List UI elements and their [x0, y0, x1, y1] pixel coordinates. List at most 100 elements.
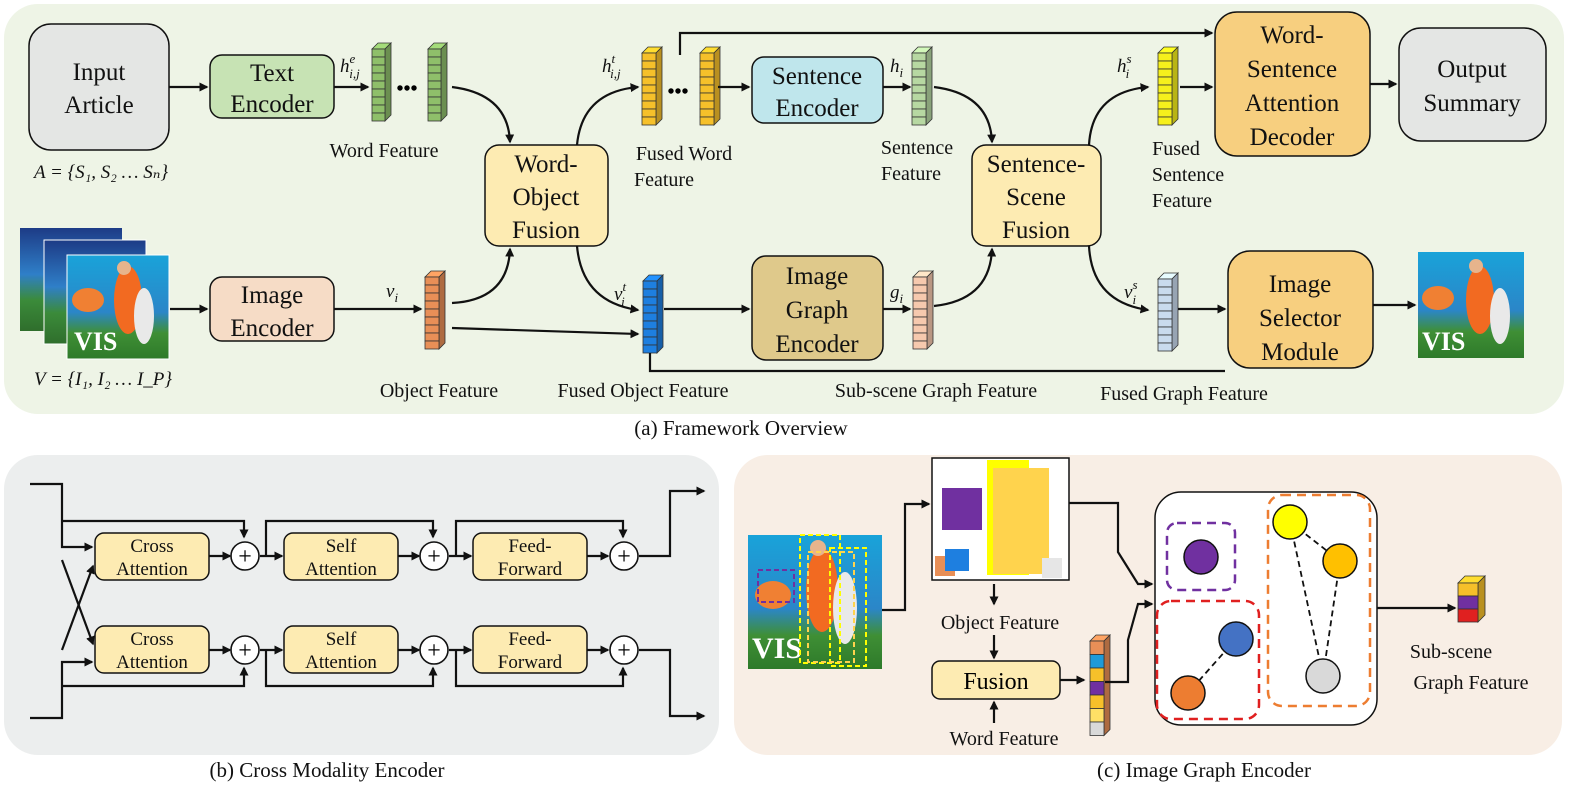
vector-cell — [699, 76, 715, 86]
label-object-feature: Object Feature — [380, 380, 498, 402]
symbol-g-i: gi — [890, 282, 904, 306]
vector-cell — [699, 92, 715, 102]
svg-text:+: + — [617, 638, 631, 664]
vector-cell — [424, 300, 440, 310]
word-feature-ellipsis: ••• — [396, 78, 417, 100]
sentence-encoder-line1: Sentence — [772, 63, 862, 90]
vector-cell — [912, 340, 928, 350]
image-formula: V = {I₁, I₂ … I_P} — [34, 369, 172, 390]
input-article-box: Input Article — [28, 23, 170, 151]
word-object-fusion-box: Word- Object Fusion — [484, 144, 609, 247]
vector-cell — [424, 316, 440, 326]
vector-cell — [641, 84, 657, 94]
vector-cell — [642, 336, 658, 346]
vector-cell — [642, 280, 658, 290]
vector-cell — [641, 68, 657, 78]
vector-cell — [641, 92, 657, 102]
vector-cell — [1157, 100, 1173, 110]
vector-cell — [1157, 52, 1173, 62]
fusion-box: Fusion — [931, 660, 1061, 700]
caption-image-graph-encoder: (c) Image Graph Encoder — [1097, 758, 1311, 782]
self-attention-bottom-line2: Attention — [305, 652, 377, 673]
self-attention-top-line1: Self — [326, 536, 357, 557]
vector-cell — [371, 112, 386, 122]
label-fused-graph-feature: Fused Graph Feature — [1100, 383, 1268, 405]
label-sentence-feature-line2: Feature — [881, 163, 941, 185]
word-feature-vector-2 — [427, 42, 448, 122]
add-node: + — [230, 541, 260, 571]
sentence-scene-fusion-line1: Sentence- — [987, 151, 1086, 178]
graph-node-orange — [1170, 675, 1206, 711]
self-attention-box-top: Self Attention — [283, 532, 399, 581]
image-graph-encoder-line2: Graph — [786, 297, 849, 324]
graph-node-gold — [1322, 543, 1358, 579]
vector-cell — [911, 84, 927, 94]
fusion-label: Fusion — [963, 669, 1028, 695]
vector-cell — [699, 84, 715, 94]
feed-forward-bottom-line1: Feed- — [508, 629, 551, 650]
image-graph-encoder-box: Image Graph Encoder — [751, 255, 884, 361]
fused-graph-feature-vector — [1157, 272, 1179, 352]
label-sentence-feature-line1: Sentence — [881, 137, 953, 159]
caption-cross-modality-encoder: (b) Cross Modality Encoder — [209, 758, 444, 782]
image-encoder-line2: Encoder — [230, 315, 314, 342]
vector-cell — [424, 308, 440, 318]
vector-cell — [642, 312, 658, 322]
vector-cell — [642, 296, 658, 306]
vector-cell — [1157, 76, 1173, 86]
word-object-fusion-line2: Object — [513, 184, 580, 211]
feed-forward-bottom-line2: Forward — [498, 652, 563, 673]
vector-cell — [427, 56, 442, 66]
sentence-encoder-line2: Encoder — [775, 95, 859, 122]
image-graph-encoder-line3: Encoder — [775, 331, 859, 358]
vector-cell — [1457, 595, 1479, 610]
vector-cell — [427, 88, 442, 98]
panel-b-background — [4, 455, 719, 755]
vector-cell — [424, 324, 440, 334]
vector-cell — [911, 108, 927, 118]
label-word-feature: Word Feature — [330, 140, 439, 162]
add-node: + — [609, 541, 639, 571]
text-encoder-box: Text Encoder — [209, 54, 335, 119]
vector-cell — [911, 60, 927, 70]
label-subscene-graph-feature: Sub-scene Graph Feature — [835, 380, 1037, 402]
vector-cell — [699, 116, 715, 126]
vector-cell — [1457, 582, 1479, 597]
word-feature-vector-1 — [371, 42, 392, 122]
vector-cell — [911, 68, 927, 78]
vector-cell — [424, 340, 440, 350]
feed-forward-top-line2: Forward — [498, 559, 563, 580]
svg-text:VIS: VIS — [1422, 327, 1465, 356]
vector-cell — [371, 48, 386, 58]
add-node: + — [419, 635, 449, 665]
vector-cell — [641, 108, 657, 118]
vector-cell — [1157, 334, 1173, 344]
svg-text:+: + — [238, 544, 252, 570]
cross-attention-box-top: Cross Attention — [94, 532, 210, 581]
image-selector-line3: Module — [1261, 339, 1339, 366]
add-node: + — [419, 541, 449, 571]
decoder-line1: Word- — [1260, 22, 1323, 49]
vector-cell — [1157, 116, 1173, 126]
vector-cell — [699, 100, 715, 110]
feed-forward-top-line1: Feed- — [508, 536, 551, 557]
vector-cell — [912, 308, 928, 318]
vector-cell — [1157, 342, 1173, 352]
label-fused-sentence-line1: Fused — [1152, 138, 1200, 160]
input-article-line2: Article — [64, 92, 133, 119]
image-selector-module-box: Image Selector Module — [1227, 250, 1374, 369]
sentence-scene-fusion-box: Sentence- Scene Fusion — [971, 144, 1102, 247]
orange-subgraph — [1266, 493, 1372, 708]
vector-cell — [427, 64, 442, 74]
vector-cell — [911, 100, 927, 110]
vector-cell — [911, 92, 927, 102]
panel-c-connectors — [882, 499, 1457, 723]
vector-cell — [1089, 694, 1105, 709]
svg-text:+: + — [238, 638, 252, 664]
vector-cell — [1157, 294, 1173, 304]
vector-cell — [427, 104, 442, 114]
self-attention-top-line2: Attention — [305, 559, 377, 580]
